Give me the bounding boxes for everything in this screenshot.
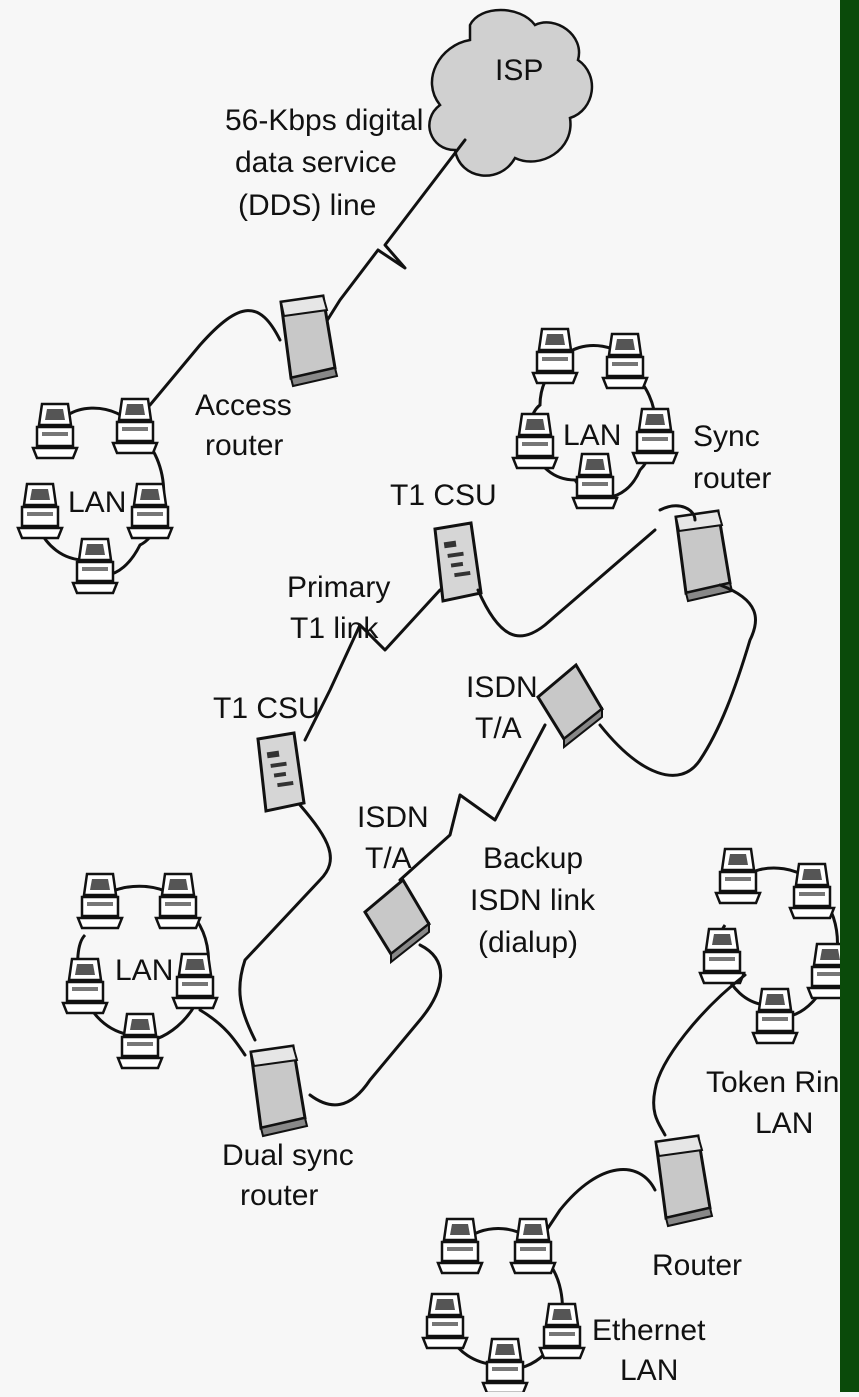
sync-to-isdn-link — [598, 583, 757, 777]
isdn-ta-left-icon — [363, 878, 431, 964]
dds-label-1: 56-Kbps digital — [225, 104, 423, 137]
pc-icon — [511, 412, 559, 470]
backup-label-1: Backup — [483, 842, 583, 875]
pc-icon — [698, 927, 746, 985]
primary-t1-link — [303, 588, 442, 742]
ethernet-label-1: Ethernet — [592, 1314, 706, 1347]
access-router-label-2: router — [205, 429, 283, 462]
ethernet-label-2: LAN — [620, 1354, 678, 1387]
pc-icon — [116, 1012, 164, 1070]
token-ring-label-2: LAN — [755, 1107, 813, 1140]
pc-icon — [714, 847, 762, 905]
pc-icon — [788, 862, 836, 920]
isdn-ta-left-label-1: ISDN — [357, 801, 429, 834]
dual-sync-router-label-2: router — [240, 1179, 318, 1212]
router-label: Router — [652, 1249, 742, 1282]
backup-label-3: (dialup) — [478, 926, 578, 959]
t1-csu-mid-icon — [256, 731, 306, 813]
pc-icon — [16, 482, 64, 540]
network-diagram: ISP 56-Kbps digital data service (DDS) l… — [16, 8, 856, 1395]
t1-csu-mid-label: T1 CSU — [213, 692, 320, 725]
lan-label-topright: LAN — [563, 419, 621, 452]
token-ring-label-1: Token Ring — [706, 1066, 840, 1099]
pc-icon — [806, 942, 854, 1000]
pc-icon — [31, 402, 79, 460]
pc-icon — [571, 452, 619, 510]
pc-icon — [538, 1302, 586, 1360]
router-icon — [654, 1134, 714, 1228]
isdn-ta-right-icon — [536, 663, 604, 749]
sync-router-label-1: Sync — [693, 420, 760, 453]
access-router-label-1: Access — [195, 389, 292, 422]
pc-icon — [601, 332, 649, 390]
access-router-link — [148, 309, 282, 407]
pc-icon — [481, 1337, 529, 1395]
dual-sync-router-icon — [249, 1044, 309, 1138]
t1-csu-top-label: T1 CSU — [390, 479, 497, 512]
backup-isdn-link — [398, 723, 547, 882]
isp-label: ISP — [495, 54, 543, 87]
pc-icon — [154, 872, 202, 930]
right-edge-bar — [840, 0, 859, 1392]
dual-sync-router-label-1: Dual sync — [222, 1139, 354, 1172]
primary-label-1: Primary — [287, 571, 390, 604]
access-router-icon — [279, 294, 339, 388]
lan-ring-topleft — [32, 406, 166, 577]
pc-icon — [71, 537, 119, 595]
pc-icon — [126, 482, 174, 540]
isdn-ta-right-label-2: T/A — [475, 712, 522, 745]
csu-sync-link — [476, 528, 657, 638]
pc-icon — [76, 872, 124, 930]
sync-router-link-lan — [658, 504, 697, 522]
pc-icon — [421, 1292, 469, 1350]
isdn-ta-left-label-2: T/A — [365, 842, 412, 875]
pc-icon — [111, 397, 159, 455]
lan-label-bottomleft: LAN — [115, 954, 173, 987]
isp-cloud-icon — [428, 8, 594, 177]
pc-icon — [436, 1217, 484, 1275]
backup-label-2: ISDN link — [470, 884, 596, 917]
pc-icon — [631, 407, 679, 465]
dds-label-2: data service — [235, 146, 397, 179]
token-router-link — [652, 973, 747, 1137]
sync-router-label-2: router — [693, 462, 771, 495]
lan-label-topleft: LAN — [68, 486, 126, 519]
pc-icon — [531, 327, 579, 385]
lan-dual-link — [198, 1008, 247, 1057]
isdn-ta-right-label-1: ISDN — [466, 671, 538, 704]
pc-icon — [61, 957, 109, 1015]
dds-link — [316, 138, 467, 337]
pc-icon — [171, 952, 219, 1010]
pc-icon — [509, 1217, 557, 1275]
t1-csu-top-icon — [433, 521, 483, 603]
router-ethernet-link — [538, 1168, 657, 1242]
dds-label-3: (DDS) line — [238, 189, 376, 222]
pc-icon — [751, 987, 799, 1045]
isdn-dual-link — [308, 943, 443, 1107]
primary-label-2: T1 link — [290, 612, 379, 645]
csu-dual-link — [238, 803, 332, 1042]
